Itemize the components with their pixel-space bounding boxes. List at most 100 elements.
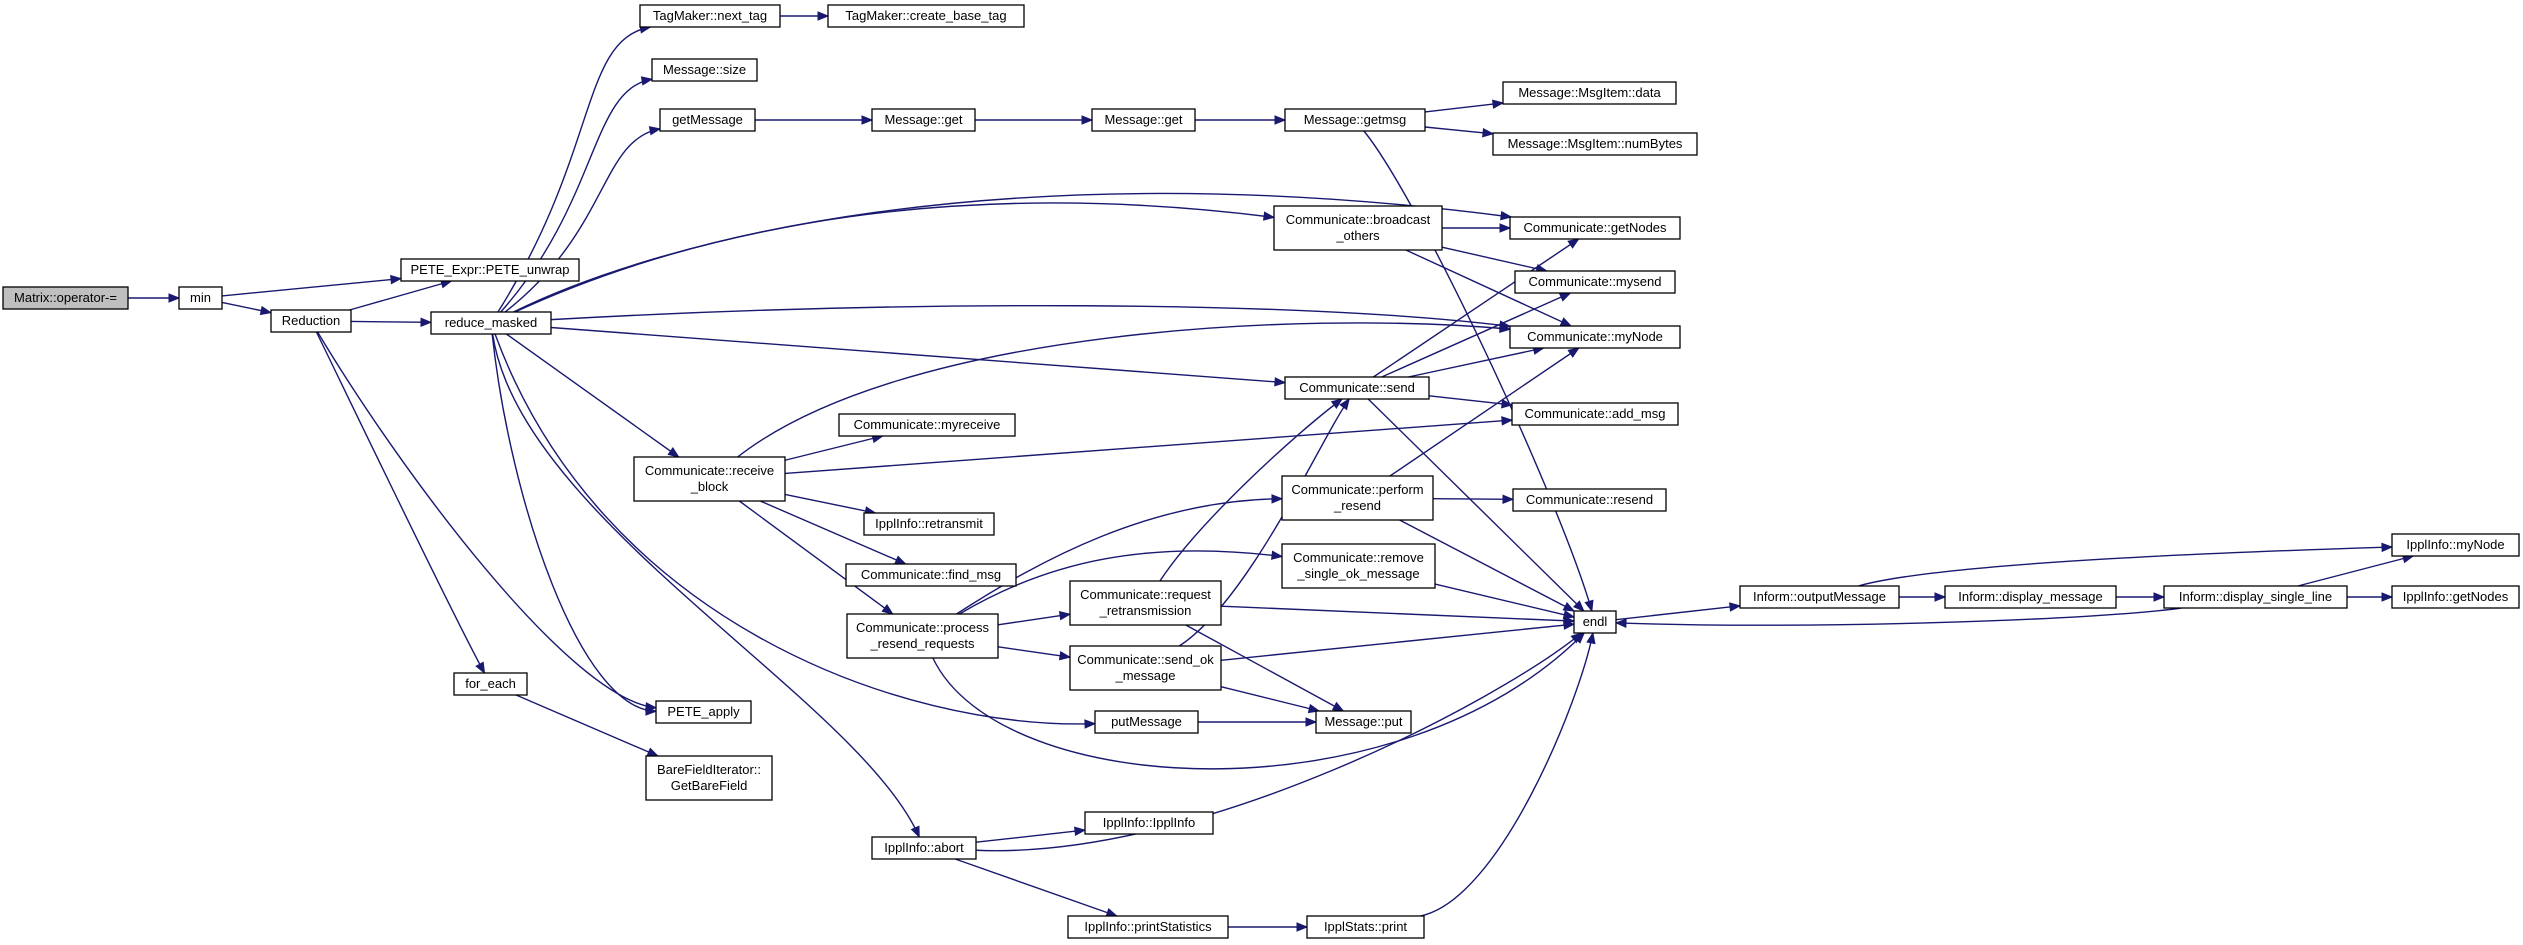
edge-reduce_masked-to-putmessage <box>494 333 1097 729</box>
node-box[interactable] <box>1315 710 1412 734</box>
node-comm-process-resend[interactable]: Communicate::process_resend_requests <box>846 613 999 659</box>
node-inform-display-line[interactable]: Inform::display_single_line <box>2163 585 2348 609</box>
node-box[interactable] <box>846 613 999 659</box>
node-box[interactable] <box>1306 915 1425 939</box>
node-box[interactable] <box>430 311 552 335</box>
node-box[interactable] <box>1281 475 1434 521</box>
node-msg-get2[interactable]: Message::get <box>1091 108 1196 132</box>
edge-ippl_printstats-to-ipplstats_print <box>1228 922 1309 932</box>
edge-line <box>1615 607 2182 626</box>
node-box[interactable] <box>633 456 786 502</box>
node-comm-remove-single[interactable]: Communicate::remove_single_ok_message <box>1281 543 1436 589</box>
node-msgitem-data[interactable]: Message::MsgItem::data <box>1502 81 1677 105</box>
node-comm-mysend[interactable]: Communicate::mysend <box>1514 270 1676 294</box>
node-box[interactable] <box>453 672 528 696</box>
node-msg-getmsg[interactable]: Message::getmsg <box>1284 108 1426 132</box>
node-comm-myreceive[interactable]: Communicate::myreceive <box>838 413 1016 437</box>
node-box[interactable] <box>863 512 995 536</box>
node-msg-size[interactable]: Message::size <box>651 58 758 82</box>
node-msg-put[interactable]: Message::put <box>1315 710 1412 734</box>
node-box[interactable] <box>1511 402 1679 426</box>
arrow-head-icon <box>1614 618 1627 628</box>
node-box[interactable] <box>1573 610 1617 634</box>
node-box[interactable] <box>827 4 1025 28</box>
node-box[interactable] <box>2 286 129 310</box>
node-box[interactable] <box>1512 488 1667 512</box>
node-box[interactable] <box>1284 108 1426 132</box>
node-box[interactable] <box>2391 533 2520 557</box>
node-box[interactable] <box>845 563 1017 587</box>
node-for-each[interactable]: for_each <box>453 672 528 696</box>
node-box[interactable] <box>1492 132 1698 156</box>
node-box[interactable] <box>639 4 781 28</box>
node-label: BareFieldIterator:: <box>657 762 761 777</box>
node-box[interactable] <box>659 108 756 132</box>
node-box[interactable] <box>1739 585 1900 609</box>
node-box[interactable] <box>1273 205 1443 251</box>
node-getmessage[interactable]: getMessage <box>659 108 756 132</box>
node-ippl-printstats[interactable]: IpplInfo::printStatistics <box>1067 915 1229 939</box>
node-putmessage[interactable]: putMessage <box>1094 710 1199 734</box>
node-box[interactable] <box>1502 81 1677 105</box>
node-comm-send-ok[interactable]: Communicate::send_ok_message <box>1069 645 1222 691</box>
node-box[interactable] <box>1281 543 1436 589</box>
node-box[interactable] <box>1091 108 1196 132</box>
node-comm-resend[interactable]: Communicate::resend <box>1512 488 1667 512</box>
node-ipplstats-print[interactable]: IpplStats::print <box>1306 915 1425 939</box>
node-reduction[interactable]: Reduction <box>270 309 352 333</box>
node-barefield[interactable]: BareFieldIterator::GetBareField <box>645 755 773 801</box>
node-box[interactable] <box>1094 710 1199 734</box>
node-comm-find-msg[interactable]: Communicate::find_msg <box>845 563 1017 587</box>
node-comm-perform-resend[interactable]: Communicate::perform_resend <box>1281 475 1434 521</box>
node-inform-output[interactable]: Inform::outputMessage <box>1739 585 1900 609</box>
node-box[interactable] <box>1084 811 1214 835</box>
edge-line <box>504 128 661 313</box>
node-box[interactable] <box>178 286 223 310</box>
node-box[interactable] <box>1944 585 2117 609</box>
node-box[interactable] <box>871 108 976 132</box>
node-box[interactable] <box>655 700 752 724</box>
node-box[interactable] <box>1069 580 1222 626</box>
node-ippl-retransmit[interactable]: IpplInfo::retransmit <box>863 512 995 536</box>
node-pete-unwrap[interactable]: PETE_Expr::PETE_unwrap <box>400 258 580 282</box>
node-label: Communicate::myNode <box>1527 329 1663 344</box>
node-ippl-mynode[interactable]: IpplInfo::myNode <box>2391 533 2520 557</box>
node-ippl-abort[interactable]: IpplInfo::abort <box>871 836 977 860</box>
node-comm-send[interactable]: Communicate::send <box>1284 376 1430 400</box>
node-box[interactable] <box>1514 270 1676 294</box>
node-msgitem-numbytes[interactable]: Message::MsgItem::numBytes <box>1492 132 1698 156</box>
node-box[interactable] <box>838 413 1016 437</box>
node-box[interactable] <box>871 836 977 860</box>
node-box[interactable] <box>1509 325 1681 349</box>
node-comm-getnodes[interactable]: Communicate::getNodes <box>1509 216 1681 240</box>
node-box[interactable] <box>400 258 580 282</box>
arrow-head-icon <box>1339 397 1350 411</box>
node-ippl-ipplinfo[interactable]: IpplInfo::IpplInfo <box>1084 811 1214 835</box>
edge-line <box>514 202 1275 313</box>
node-ippl-getnodes[interactable]: IpplInfo::getNodes <box>2391 585 2520 609</box>
node-root[interactable]: Matrix::operator-= <box>2 286 129 310</box>
node-box[interactable] <box>645 755 773 801</box>
node-box[interactable] <box>1069 645 1222 691</box>
node-comm-broadcast[interactable]: Communicate::broadcast_others <box>1273 205 1443 251</box>
node-box[interactable] <box>651 58 758 82</box>
node-box[interactable] <box>2163 585 2348 609</box>
node-comm-request-retrans[interactable]: Communicate::request_retransmission <box>1069 580 1222 626</box>
node-comm-receive-block[interactable]: Communicate::receive_block <box>633 456 786 502</box>
node-msg-get1[interactable]: Message::get <box>871 108 976 132</box>
node-reduce-masked[interactable]: reduce_masked <box>430 311 552 335</box>
node-box[interactable] <box>2391 585 2520 609</box>
node-box[interactable] <box>270 309 352 333</box>
node-comm-mynode[interactable]: Communicate::myNode <box>1509 325 1681 349</box>
node-pete-apply[interactable]: PETE_apply <box>655 700 752 724</box>
node-inform-display-msg[interactable]: Inform::display_message <box>1944 585 2117 609</box>
node-next-tag[interactable]: TagMaker::next_tag <box>639 4 781 28</box>
node-min[interactable]: min <box>178 286 223 310</box>
node-box[interactable] <box>1067 915 1229 939</box>
node-create-base-tag[interactable]: TagMaker::create_base_tag <box>827 4 1025 28</box>
node-comm-addmsg[interactable]: Communicate::add_msg <box>1511 402 1679 426</box>
node-box[interactable] <box>1284 376 1430 400</box>
node-box[interactable] <box>1509 216 1681 240</box>
edge-comm_receive_block-to-comm_process_resend <box>738 500 894 615</box>
node-endl[interactable]: endl <box>1573 610 1617 634</box>
